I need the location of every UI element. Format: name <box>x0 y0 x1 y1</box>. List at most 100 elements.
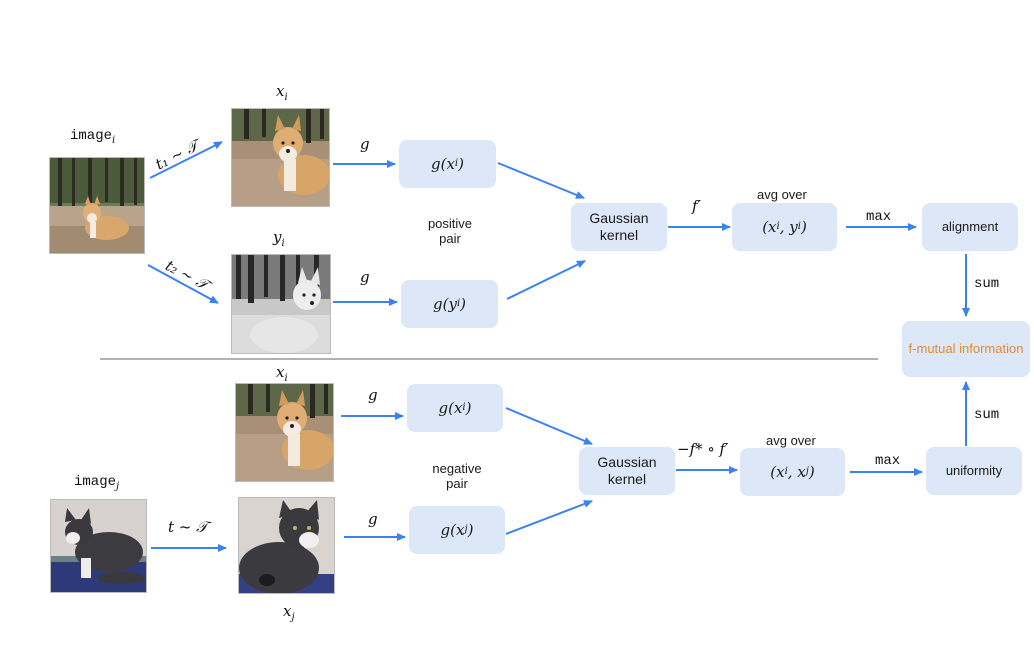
arrow-gyi-to-kernel-top <box>506 260 586 300</box>
arrow-gxj-to-kernel-bottom <box>505 500 593 535</box>
pair-line1: positive <box>427 216 473 231</box>
kernel-line1: Gaussian <box>597 453 657 470</box>
fn-text: f′ <box>692 197 701 215</box>
view-xj-text: x <box>283 602 292 620</box>
sum-text: sum <box>974 407 1000 423</box>
close-paren: ) <box>465 398 472 417</box>
view-xi-sub: i <box>284 92 288 103</box>
dog-gray-photo <box>232 255 330 353</box>
positive-pair-label: positive pair <box>420 216 480 246</box>
embedding-sub: i <box>454 157 459 169</box>
avg-over-label-top: avg over <box>757 187 807 202</box>
fn-fprime-label: f′ <box>692 197 701 215</box>
embedding-sub: i <box>462 401 466 413</box>
encoder-g-bottom-2: g <box>368 510 378 528</box>
image-dog-gray <box>231 254 331 354</box>
pair-mid: , y <box>779 217 798 236</box>
avg-over-text: avg over <box>766 433 816 448</box>
dog-crop-photo <box>232 109 329 206</box>
image-dog-crop <box>231 108 330 207</box>
embedding-text: g(x <box>431 154 455 173</box>
max-label-top: max <box>866 209 891 225</box>
pair-sub2: i <box>797 220 801 232</box>
f-mutual-information-text: f-mutual information <box>908 340 1024 356</box>
image-i-text: image <box>70 128 113 144</box>
embedding-text: g(x <box>438 398 463 417</box>
pair-sub1: i <box>784 465 788 477</box>
encoder-g-text: g <box>360 268 370 286</box>
kernel-line1: Gaussian <box>589 209 649 226</box>
encoder-g-bottom-1: g <box>368 386 378 404</box>
dog-original-photo <box>50 158 144 253</box>
f-mutual-information-box: f-mutual information <box>902 321 1030 377</box>
fn-neg-fstar-label: −f* ∘ f′ <box>677 440 728 458</box>
avg-over-text: avg over <box>757 187 807 202</box>
embedding-sub: j <box>464 523 468 535</box>
close-paren: ) <box>800 217 807 236</box>
arrow-gxi-to-kernel-bottom <box>505 407 593 445</box>
avg-over-label-bottom: avg over <box>766 433 816 448</box>
view-xi-sub: i <box>284 373 288 384</box>
pair-mid: , x <box>787 462 806 481</box>
pair-line2: pair <box>439 231 461 246</box>
encoder-g-text: g <box>368 510 378 528</box>
uniformity-text: uniformity <box>945 462 1003 478</box>
arrow-gxi-to-kernel-top <box>497 162 585 199</box>
kernel-line2: kernel <box>599 227 639 243</box>
close-paren: ) <box>808 462 815 481</box>
max-label-bottom: max <box>875 453 900 469</box>
uniformity-box: uniformity <box>926 447 1022 495</box>
pair-line1: negative <box>432 461 482 476</box>
arrow-image-i-to-xi <box>149 141 223 179</box>
cat-original-photo <box>51 500 146 592</box>
gaussian-kernel-bottom: Gaussian kernel <box>579 447 675 495</box>
fn-text: −f* ∘ f′ <box>677 440 729 458</box>
embedding-sub: i <box>456 297 461 309</box>
view-xj-sub: j <box>291 612 295 623</box>
embedding-text: g(y <box>433 294 457 313</box>
embedding-text: g(x <box>440 520 465 539</box>
encoder-g-top-2: g <box>360 268 370 286</box>
image-dog-crop-bottom <box>235 383 334 482</box>
image-j-label: imagej <box>74 474 119 492</box>
view-xi-text: x <box>276 363 285 381</box>
view-xi-text: x <box>276 82 285 100</box>
gaussian-kernel-top: Gaussian kernel <box>571 203 667 251</box>
image-dog-original <box>49 157 145 254</box>
kernel-line2: kernel <box>607 471 647 487</box>
aug-t-label: t ~ 𝒯 <box>168 518 208 536</box>
view-yi-sub: i <box>281 238 285 249</box>
pair-text: (x <box>770 462 785 481</box>
image-i-sub: i <box>112 134 116 146</box>
pair-text: (x <box>762 217 777 236</box>
dog-crop-photo <box>236 384 333 481</box>
encoder-g-text: g <box>360 135 370 153</box>
encoder-g-text: g <box>368 386 378 404</box>
sum-text: sum <box>974 276 1000 292</box>
view-yi-text: y <box>273 228 282 246</box>
alignment-text: alignment <box>941 218 999 234</box>
negative-pair-label: negative pair <box>427 461 487 491</box>
max-text: max <box>866 209 892 225</box>
encoder-g-top-1: g <box>360 135 370 153</box>
image-cat-original <box>50 499 147 593</box>
max-text: max <box>875 453 901 469</box>
close-paren: ) <box>458 154 464 173</box>
pair-sub1: i <box>776 220 780 232</box>
close-paren: ) <box>467 520 474 539</box>
sum-label-bottom: sum <box>974 407 999 423</box>
view-xi-label-bottom: xi <box>276 363 288 384</box>
sum-label-top: sum <box>974 276 999 292</box>
view-yi-label: yi <box>273 228 285 249</box>
aug-t-text: t ~ 𝒯 <box>168 518 208 536</box>
image-cat-crop <box>238 497 335 594</box>
pair-line2: pair <box>446 476 468 491</box>
alignment-box: alignment <box>922 203 1018 251</box>
image-j-text: image <box>74 474 117 490</box>
